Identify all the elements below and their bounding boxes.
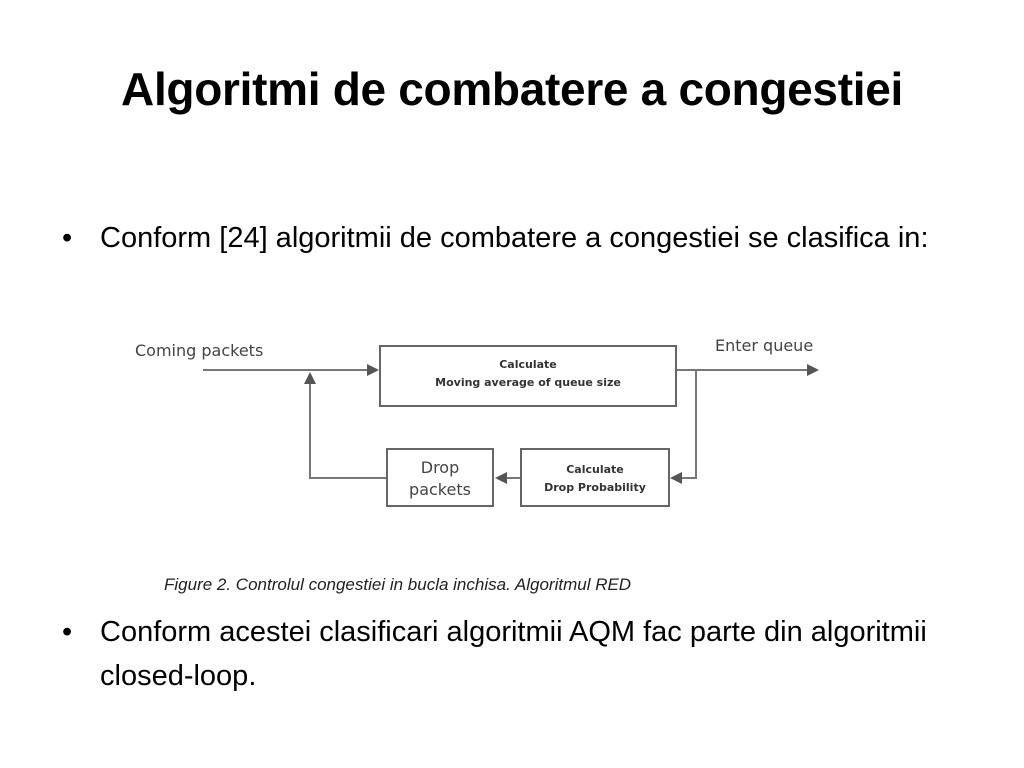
moving-average-line1: Calculate [499,358,557,371]
coming-packets-label: Coming packets [135,341,263,360]
loop-back-arrow [304,372,387,479]
figure-caption: Figure 2. Controlul congestiei in bucla … [164,575,632,594]
diagram-canvas: Calculate Moving average of queue size C… [135,336,819,507]
drop-packets-line2: packets [409,480,471,499]
drop-probability-box [520,448,670,507]
drop-probability-line2: Drop Probability [544,481,646,494]
bullet-item: • Conform acestei clasificari algoritmii… [62,610,982,698]
moving-average-line2: Moving average of queue size [435,376,621,389]
enter-queue-label: Enter queue [715,336,813,355]
drop-packets-box [386,448,494,507]
bullet-text: Conform acestei clasificari algoritmii A… [100,616,927,692]
bullet-text: Conform [24] algoritmii de combatere a c… [100,222,929,254]
drop-probability-line1: Calculate [566,463,624,476]
bullet-item: • Conform [24] algoritmii de combatere a… [62,216,982,260]
red-algorithm-diagram: Calculate Moving average of queue size C… [125,325,865,525]
bullet-marker: • [62,616,73,648]
bullet-marker: • [62,222,73,254]
slide-title: Algoritmi de combatere a congestiei [121,63,903,115]
drop-packets-line1: Drop [421,458,460,477]
moving-average-box [379,345,677,407]
feedback-arrow-down [670,370,697,484]
